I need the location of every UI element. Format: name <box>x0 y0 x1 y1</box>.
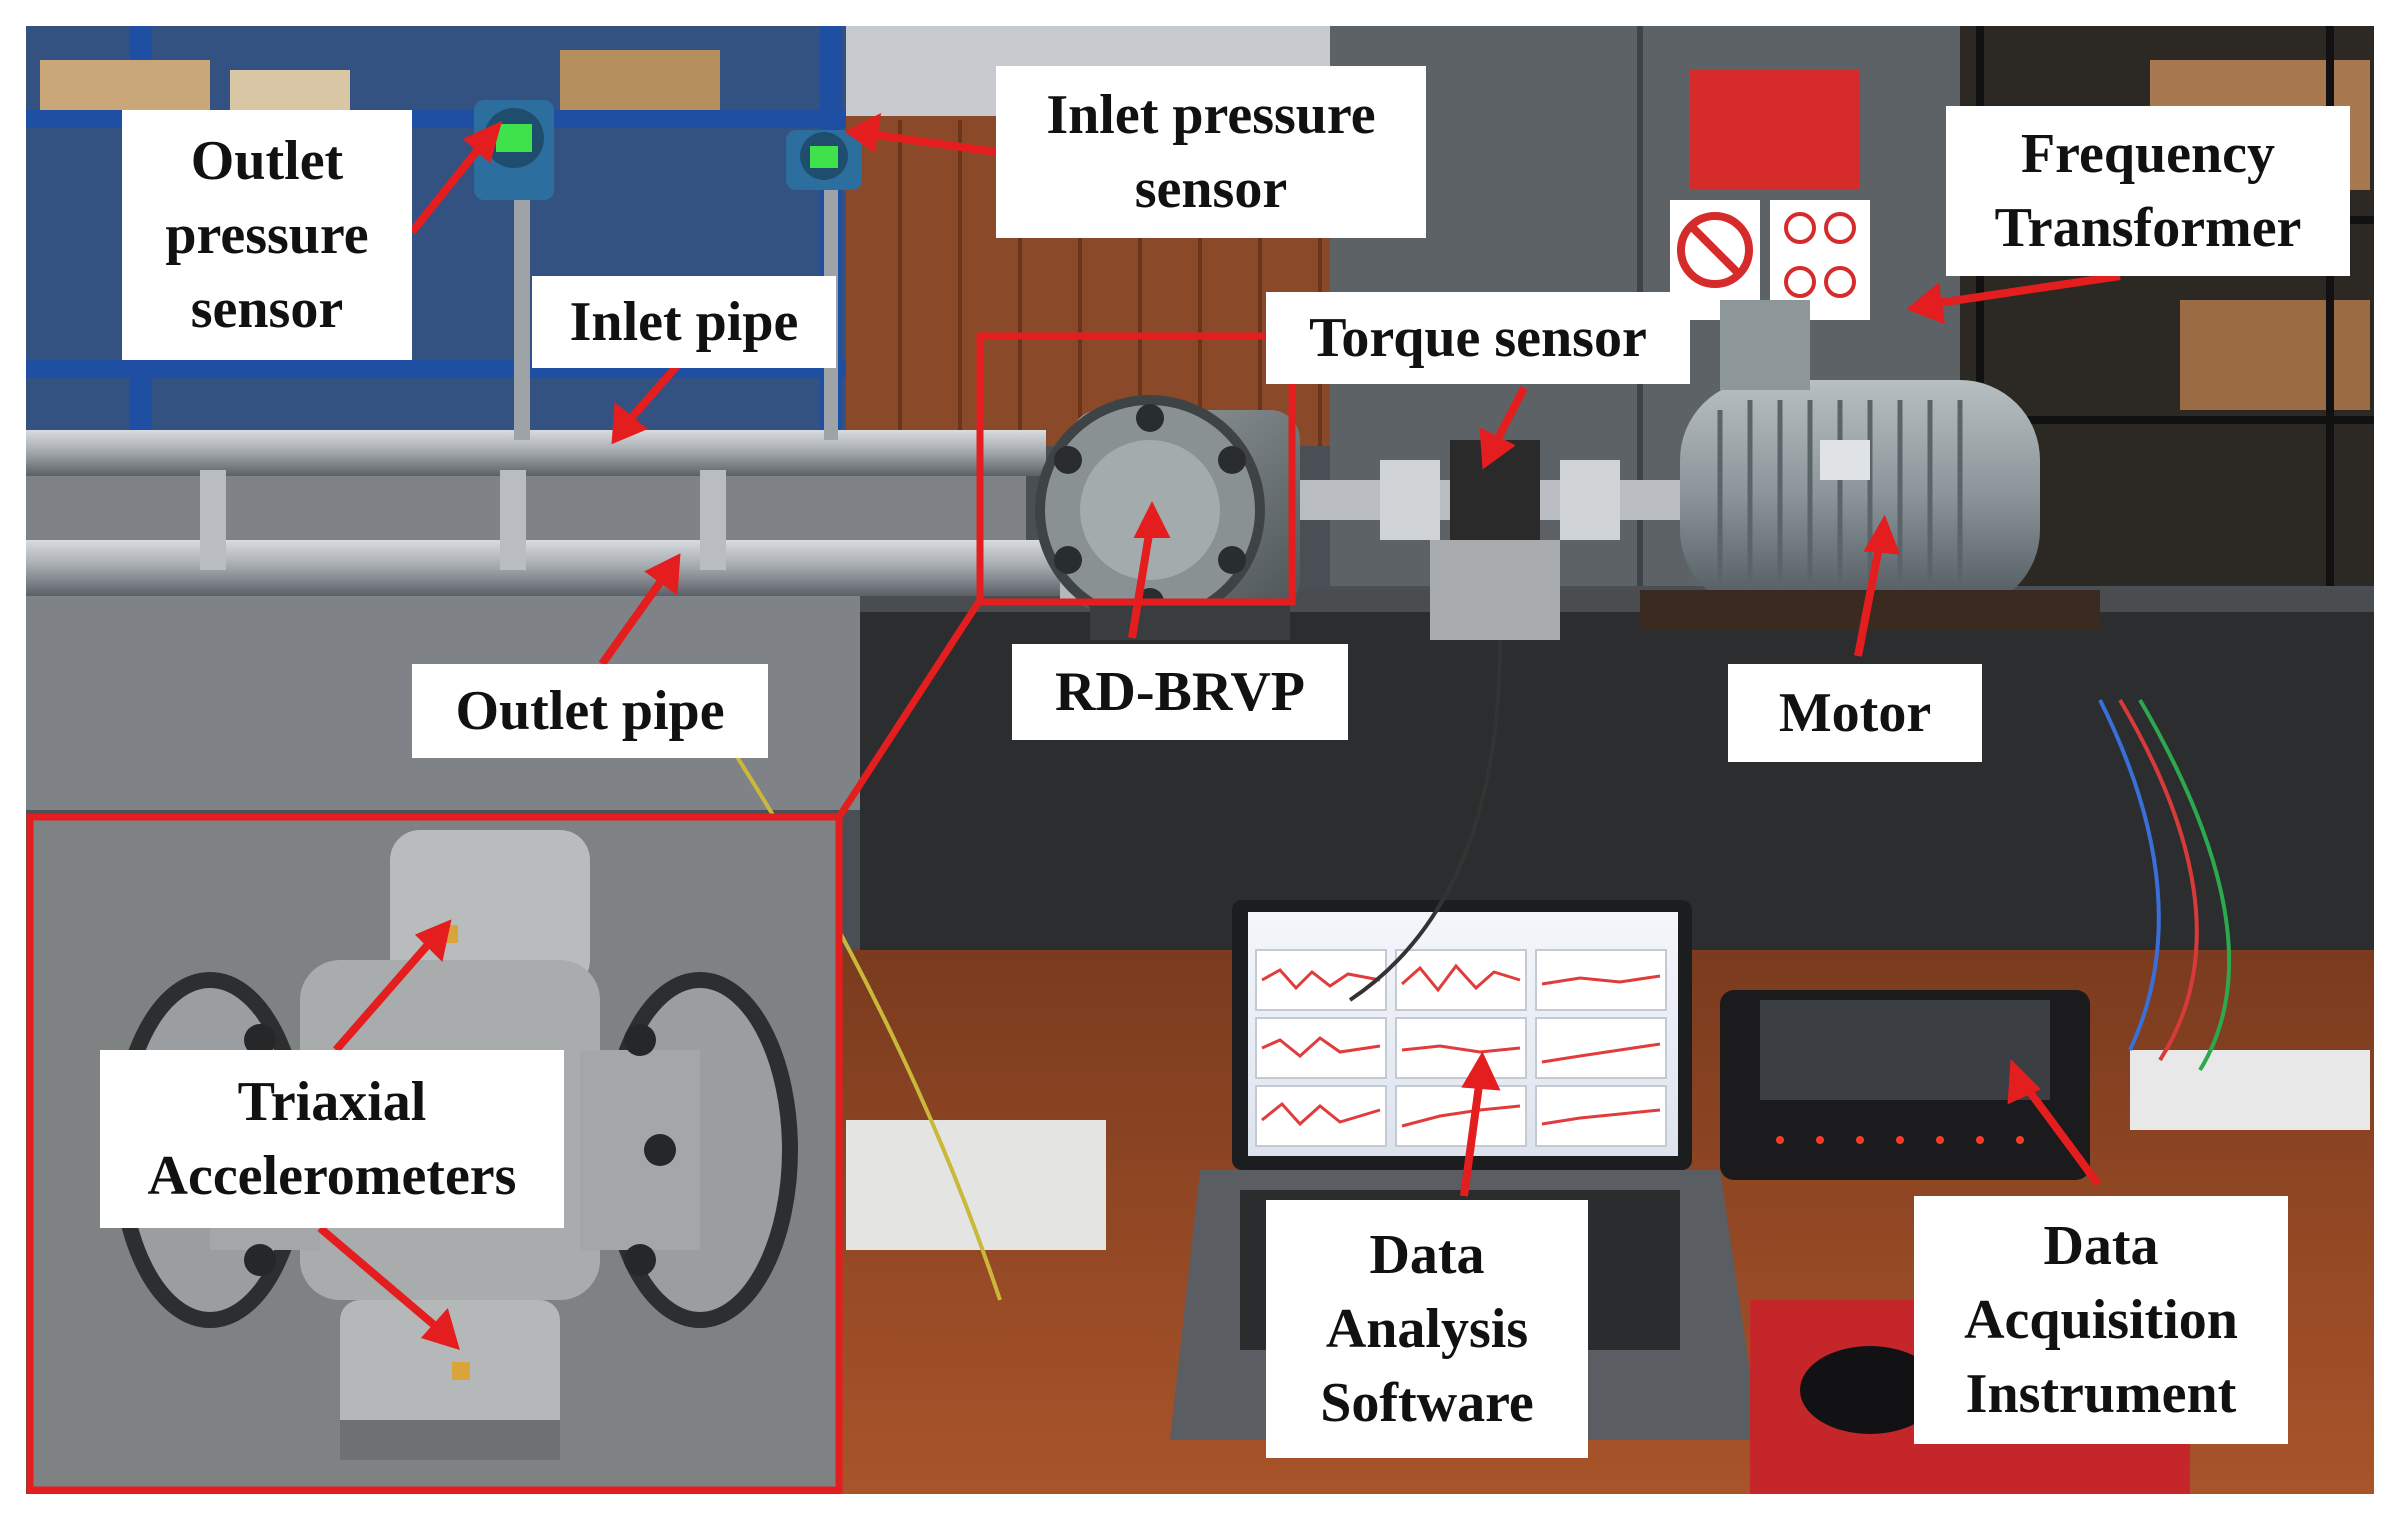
label-frequency-transformer-line2: Transformer <box>1994 197 2302 259</box>
label-outlet-pressure-sensor-line3: sensor <box>190 278 344 340</box>
label-rd-brvp-text: RD-BRVP <box>1054 661 1305 723</box>
label-data-acquisition-instrument-line1: Data <box>2043 1215 2159 1277</box>
label-data-analysis-software: Data Analysis Software <box>1266 1200 1588 1458</box>
label-outlet-pressure-sensor: Outlet pressure sensor <box>122 110 412 360</box>
label-inlet-pressure-sensor-line1: Inlet pressure <box>1046 84 1376 146</box>
label-outlet-pressure-sensor-line1: Outlet <box>190 130 344 192</box>
label-data-acquisition-instrument-line2: Acquisition <box>1964 1289 2238 1351</box>
label-outlet-pressure-sensor-line2: pressure <box>165 204 369 266</box>
label-motor-text: Motor <box>1778 682 1932 744</box>
label-data-acquisition-instrument-line3: Instrument <box>1965 1363 2237 1425</box>
label-motor: Motor <box>1728 664 1982 762</box>
label-data-acquisition-instrument: Data Acquisition Instrument <box>1914 1196 2288 1444</box>
label-triaxial-accelerometers-line2: Accelerometers <box>147 1145 517 1207</box>
label-data-analysis-software-line1: Data <box>1369 1224 1485 1286</box>
label-frequency-transformer: Frequency Transformer <box>1946 106 2350 276</box>
label-triaxial-accelerometers-line1: Triaxial <box>237 1071 427 1133</box>
label-rd-brvp: RD-BRVP <box>1012 644 1348 740</box>
label-torque-sensor-text: Torque sensor <box>1309 307 1647 369</box>
label-inlet-pressure-sensor-line2: sensor <box>1134 158 1288 220</box>
label-torque-sensor: Torque sensor <box>1266 292 1690 384</box>
label-inlet-pipe: Inlet pipe <box>532 276 836 368</box>
label-triaxial-accelerometers: Triaxial Accelerometers <box>100 1050 564 1228</box>
label-outlet-pipe-text: Outlet pipe <box>455 680 725 742</box>
label-data-analysis-software-line3: Software <box>1320 1372 1534 1434</box>
label-frequency-transformer-line1: Frequency <box>2020 123 2276 185</box>
label-outlet-pipe: Outlet pipe <box>412 664 768 758</box>
label-inlet-pressure-sensor: Inlet pressure sensor <box>996 66 1426 238</box>
label-inlet-pipe-text: Inlet pipe <box>569 291 799 353</box>
label-data-analysis-software-line2: Analysis <box>1325 1298 1529 1360</box>
